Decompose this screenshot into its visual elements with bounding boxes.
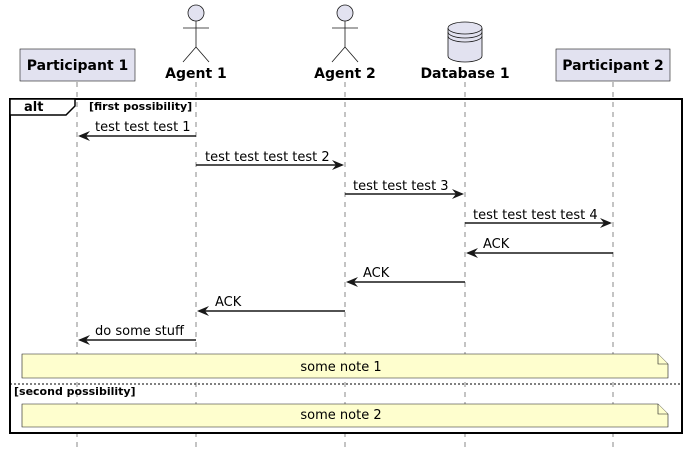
note-2: some note 2 xyxy=(21,403,669,428)
database-1: Database 1 xyxy=(420,21,510,82)
database-icon xyxy=(447,21,483,63)
arrow-right-icon xyxy=(600,218,612,228)
participant-2-label: Participant 2 xyxy=(562,58,664,74)
message-label: ACK xyxy=(363,266,390,281)
message-label: do some stuff xyxy=(95,324,185,339)
participant-1: Participant 1 xyxy=(19,48,136,82)
arrow-left-icon xyxy=(78,131,90,141)
message-label: test test test 3 xyxy=(353,179,449,194)
alt-keyword: alt xyxy=(24,100,43,115)
actor-icon xyxy=(182,4,210,63)
message-7: ACK xyxy=(197,295,345,316)
note-text: some note 2 xyxy=(300,408,381,423)
first-guard: [first possibility] xyxy=(89,100,192,113)
agent-2-label: Agent 2 xyxy=(314,66,376,82)
participant-1-label: Participant 1 xyxy=(27,58,129,74)
agent-2-actor: Agent 2 xyxy=(314,4,376,82)
message-label: ACK xyxy=(483,237,510,252)
note-1: some note 1 xyxy=(21,353,669,379)
message-3: test test test 3 xyxy=(345,179,464,199)
message-label: ACK xyxy=(215,295,242,310)
arrow-right-icon xyxy=(452,189,464,199)
arrow-left-icon xyxy=(346,277,358,287)
alt-fragment: alt [first possibility] [second possibil… xyxy=(9,98,683,434)
message-2: test test test test 2 xyxy=(196,150,344,170)
arrow-right-icon xyxy=(332,160,344,170)
arrow-left-icon xyxy=(78,335,90,345)
participant-2: Participant 2 xyxy=(555,48,671,82)
message-1: test test test 1 xyxy=(78,120,196,141)
message-label: test test test 1 xyxy=(95,120,191,135)
database-1-label: Database 1 xyxy=(420,66,509,82)
second-guard: [second possibility] xyxy=(14,385,136,398)
note-text: some note 1 xyxy=(300,360,381,375)
message-4: test test test test 4 xyxy=(465,208,612,228)
arrow-left-icon xyxy=(466,248,478,258)
message-label: test test test test 2 xyxy=(205,150,330,165)
actor-icon xyxy=(331,4,359,63)
message-label: test test test test 4 xyxy=(473,208,598,223)
message-6: ACK xyxy=(346,266,465,287)
agent-1-label: Agent 1 xyxy=(165,66,227,82)
arrow-left-icon xyxy=(197,306,209,316)
alt-tab xyxy=(9,98,76,116)
agent-1-actor: Agent 1 xyxy=(165,4,227,82)
message-8: do some stuff xyxy=(78,324,196,345)
message-5: ACK xyxy=(466,237,613,258)
